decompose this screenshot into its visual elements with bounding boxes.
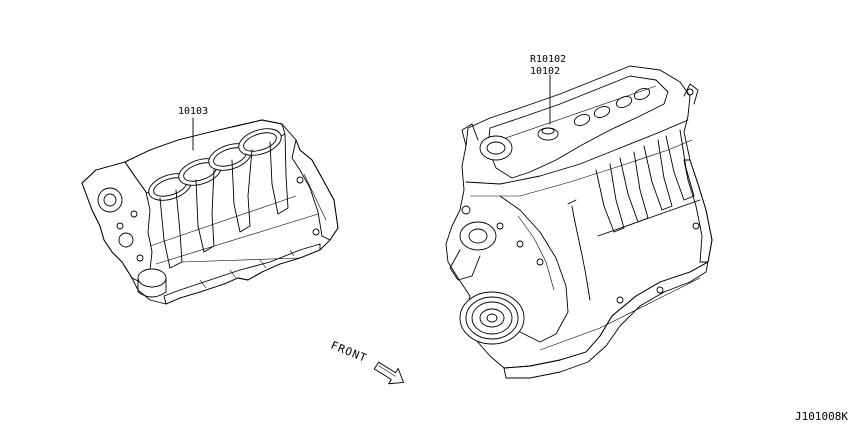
engine-part-number: 10102 bbox=[530, 66, 560, 77]
block-part-number: 10103 bbox=[178, 106, 208, 117]
engine-assembly-illustration[interactable] bbox=[445, 65, 713, 379]
engine-part-number-alt: R10102 bbox=[530, 54, 566, 65]
front-direction-label: FRONT bbox=[329, 339, 369, 365]
diagram-code: J101008K bbox=[795, 410, 848, 423]
cylinder-block-illustration[interactable] bbox=[81, 117, 339, 305]
front-arrow-icon bbox=[373, 361, 405, 385]
